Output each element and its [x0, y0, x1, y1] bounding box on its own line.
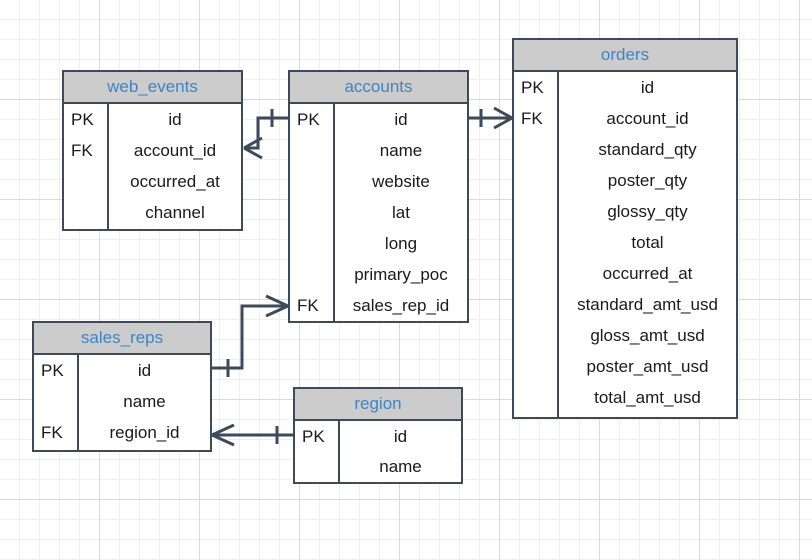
key-column-sales_reps: PK FK — [34, 355, 79, 450]
key-cell — [514, 289, 557, 320]
field-cell: account_id — [133, 141, 217, 160]
key-cell: PK — [71, 110, 94, 129]
key-cell — [290, 135, 333, 166]
entity-body-region: PK id name — [295, 420, 461, 482]
key-cell — [514, 258, 557, 289]
entity-title-accounts: accounts — [290, 72, 467, 104]
key-cell — [514, 165, 557, 196]
key-cell — [34, 386, 77, 417]
field-cell: account_id — [606, 109, 689, 128]
key-column-web_events: PK FK — [64, 104, 109, 229]
key-cell: FK — [521, 109, 543, 128]
connector-accounts-web_events — [243, 109, 288, 160]
field-cell: primary_poc — [354, 265, 448, 284]
key-cell: PK — [302, 426, 325, 446]
field-cell: name — [379, 141, 423, 160]
key-cell — [514, 320, 557, 351]
crowsfoot-web_events — [243, 136, 263, 160]
field-cell: standard_qty — [598, 140, 697, 159]
field-cell: id — [393, 426, 408, 446]
crowsfoot-accounts — [265, 294, 289, 318]
key-cell — [290, 259, 333, 290]
key-cell: FK — [297, 296, 319, 315]
key-cell: PK — [41, 361, 64, 380]
key-cell: PK — [297, 110, 320, 129]
field-cell: id — [394, 110, 408, 129]
crowsfoot-orders — [493, 106, 513, 130]
field-cell: total — [631, 233, 664, 252]
key-cell — [514, 227, 557, 258]
key-cell — [290, 166, 333, 197]
field-cell: gloss_amt_usd — [590, 326, 705, 345]
field-cell: standard_amt_usd — [577, 295, 718, 314]
key-cell — [64, 166, 107, 197]
crowsfoot-sales_reps — [211, 423, 235, 447]
entity-title-web_events: web_events — [64, 72, 241, 104]
key-cell — [514, 382, 557, 413]
field-cell: occurred_at — [130, 172, 220, 191]
key-column-accounts: PK FK — [290, 104, 335, 321]
key-column-region: PK — [295, 420, 340, 482]
key-cell — [290, 228, 333, 259]
field-column-region: id name — [340, 421, 461, 482]
field-cell: id — [168, 110, 182, 129]
field-cell: total_amt_usd — [594, 388, 701, 407]
key-cell — [295, 451, 338, 482]
field-column-accounts: id name website lat long primary_poc sales_rep… — [335, 104, 467, 321]
key-cell — [514, 351, 557, 382]
entity-title-region: region — [295, 389, 461, 421]
field-cell: poster_amt_usd — [586, 357, 709, 376]
field-cell: long — [384, 234, 418, 253]
field-cell: id — [640, 78, 655, 97]
key-column-orders: PK FK — [514, 72, 559, 417]
connector-accounts-orders — [469, 106, 513, 130]
entity-body-sales_reps: PK FK id name region_id — [34, 355, 210, 450]
key-cell — [514, 134, 557, 165]
field-cell: region_id — [109, 423, 180, 442]
field-cell: sales_rep_id — [352, 296, 450, 315]
field-cell: lat — [392, 203, 410, 222]
field-cell: occurred_at — [602, 264, 693, 283]
entity-title-sales_reps: sales_reps — [34, 323, 210, 355]
field-column-sales_reps: id name region_id — [79, 355, 210, 450]
field-cell: name — [123, 392, 166, 411]
key-cell: FK — [41, 423, 63, 442]
field-cell: glossy_qty — [607, 202, 688, 221]
field-cell: website — [372, 172, 430, 191]
key-cell: FK — [71, 141, 93, 160]
connector-region-sales_reps — [211, 423, 293, 447]
key-cell — [514, 196, 557, 227]
key-cell — [290, 197, 333, 228]
field-cell: poster_qty — [607, 171, 688, 190]
entity-title-orders: orders — [514, 40, 736, 72]
field-cell: id — [137, 361, 152, 380]
field-cell: channel — [145, 203, 205, 222]
field-cell: name — [379, 457, 422, 477]
key-cell: PK — [521, 78, 544, 97]
connector-sales_reps-accounts — [212, 294, 289, 377]
key-cell — [64, 197, 107, 228]
